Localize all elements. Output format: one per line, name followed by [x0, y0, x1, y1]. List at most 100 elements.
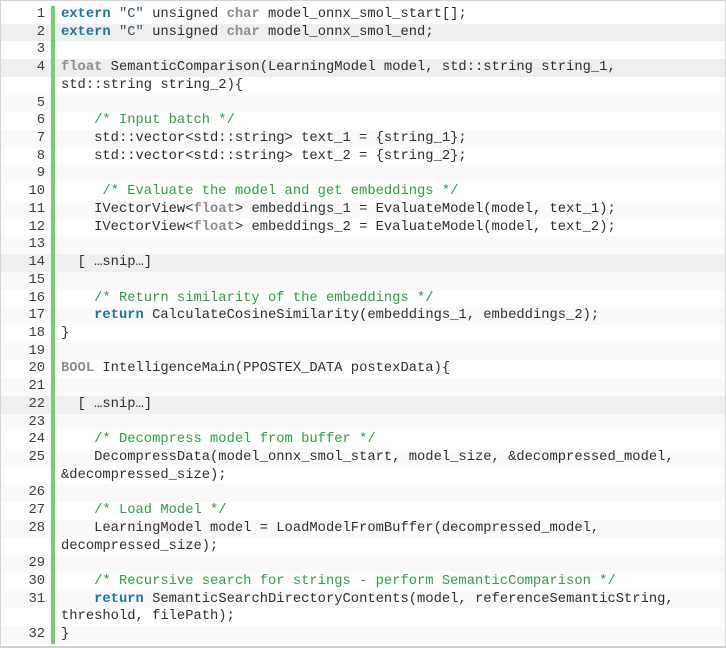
code-text: /* Evaluate the model and get embeddings…	[55, 183, 725, 201]
code-text: /* Return similarity of the embeddings *…	[55, 290, 725, 308]
line-number: 19	[28, 343, 45, 359]
code-text: DecompressData(model_onnx_smol_start, mo…	[55, 449, 725, 467]
gutter-bar	[51, 236, 55, 255]
gutter-bar	[51, 431, 55, 449]
code-text	[55, 414, 725, 432]
line-number	[1, 608, 45, 626]
code-line-12: 12 IVectorView<float> embeddings_2 = Eva…	[1, 218, 725, 237]
gutter-bar	[51, 94, 55, 113]
token-pl: model_onnx_smol_end;	[259, 24, 434, 40]
line-number: 5	[36, 95, 45, 111]
code-text: IVectorView<float> embeddings_2 = Evalua…	[55, 219, 725, 237]
token-str: "C"	[118, 24, 144, 40]
gutter-bar	[51, 537, 55, 556]
code-text	[55, 378, 725, 396]
code-line-14: 14 [ …snip…]	[1, 254, 725, 272]
gutter-bar	[51, 395, 55, 414]
code-text	[55, 236, 725, 254]
code-text	[55, 555, 725, 573]
code-text: }	[55, 325, 725, 343]
code-text: extern "C" unsigned char model_onnx_smol…	[55, 6, 725, 24]
token-kw: return	[94, 308, 144, 324]
gutter-bar	[51, 573, 55, 591]
token-pl: > embeddings_2 = EvaluateModel(model, te…	[234, 219, 616, 235]
token-pl	[111, 25, 119, 40]
code-text: return SemanticSearchDirectoryContents(m…	[55, 591, 725, 609]
gutter-bar	[51, 342, 55, 361]
token-pl: unsigned	[143, 24, 227, 40]
gutter-bar	[51, 200, 55, 219]
gutter-bar	[51, 413, 55, 432]
gutter-bar	[51, 289, 55, 308]
token-pl	[61, 592, 94, 607]
code-text	[55, 343, 725, 361]
code-line-16: 16 /* Return similarity of the embedding…	[1, 289, 725, 308]
line-number: 30	[28, 574, 45, 589]
gutter-bar	[51, 183, 55, 201]
code-line-wrap: decompressed_size);	[1, 537, 725, 556]
token-str: "C"	[118, 7, 144, 22]
token-pl: CalculateCosineSimilarity(embeddings_1, …	[143, 308, 600, 324]
code-text: std::vector<std::string> text_1 = {strin…	[55, 130, 725, 148]
token-pl: model_onnx_smol_start[];	[259, 7, 467, 22]
code-text	[55, 165, 725, 183]
code-text: decompressed_size);	[55, 538, 725, 556]
line-number	[1, 77, 45, 95]
code-line-wrap: &decompressed_size);	[1, 466, 725, 485]
token-pl: IntelligenceMain(PPOSTEX_DATA postexData…	[94, 361, 451, 377]
code-text: std::string string_2){	[55, 77, 725, 95]
code-line-9: 9	[1, 165, 725, 184]
token-kw: extern	[61, 7, 111, 22]
token-pl: IVectorView<	[61, 201, 194, 217]
gutter-bar	[51, 324, 55, 343]
token-cm: /* Input batch */	[61, 113, 235, 129]
gutter-bar	[51, 466, 55, 485]
line-number: 18	[28, 325, 45, 341]
gutter-bar	[51, 626, 55, 644]
code-text: float SemanticComparison(LearningModel m…	[55, 59, 725, 77]
line-number: 8	[36, 148, 45, 164]
code-line-10: 10 /* Evaluate the model and get embeddi…	[1, 183, 725, 201]
code-line-20: 20 BOOL IntelligenceMain(PPOSTEX_DATA pos…	[1, 360, 725, 379]
token-pl: &decompressed_size);	[61, 467, 227, 483]
token-cm: /* Evaluate the model and get embeddings…	[61, 184, 459, 200]
token-pl: unsigned	[143, 7, 227, 22]
code-text: BOOL IntelligenceMain(PPOSTEX_DATA poste…	[55, 360, 725, 378]
code-text: /* Decompress model from buffer */	[55, 431, 725, 449]
code-line-3: 3	[1, 41, 725, 60]
line-number: 25	[28, 449, 45, 465]
code-line-15: 15	[1, 271, 725, 290]
code-text: [ …snip…]	[55, 254, 725, 272]
token-pl: decompressed_size);	[61, 538, 219, 554]
code-text: }	[55, 626, 725, 644]
code-line-30: 30 /* Recursive search for strings - per…	[1, 573, 725, 591]
token-kw: return	[94, 591, 144, 607]
line-number: 16	[28, 290, 45, 306]
token-cm: /* Recursive search for strings - perfor…	[61, 574, 616, 589]
code-line-wrap: std::string string_2){	[1, 76, 725, 95]
line-number: 20	[28, 361, 45, 377]
code-line-5: 5	[1, 94, 725, 113]
line-number: 10	[28, 184, 45, 200]
line-number: 9	[36, 166, 45, 182]
gutter-bar	[51, 271, 55, 290]
code-line-25: 25 DecompressData(model_onnx_smol_start,…	[1, 448, 725, 467]
line-number: 3	[36, 42, 45, 58]
token-pl: DecompressData(model_onnx_smol_start, mo…	[61, 449, 674, 465]
gutter-bar	[51, 76, 55, 95]
gutter-bar	[51, 41, 55, 60]
code-line-24: 24 /* Decompress model from buffer */	[1, 431, 725, 449]
gutter-bar	[51, 555, 55, 573]
code-line-19: 19	[1, 342, 725, 361]
gutter-bar	[51, 112, 55, 131]
code-text: threshold, filePath);	[55, 608, 725, 626]
code-text: /* Recursive search for strings - perfor…	[55, 573, 725, 591]
code-text: /* Load Model */	[55, 502, 725, 520]
token-pl: IVectorView<	[61, 219, 194, 235]
gutter-bar	[51, 608, 55, 627]
line-number: 2	[36, 24, 45, 40]
code-line-11: 11 IVectorView<float> embeddings_1 = Eva…	[1, 200, 725, 219]
